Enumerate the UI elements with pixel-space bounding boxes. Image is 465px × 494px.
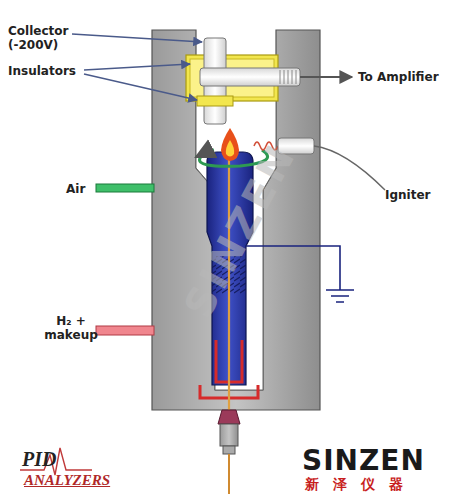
logo-text: 新泽仪器	[305, 476, 417, 492]
logo-text: SINZEN	[302, 446, 425, 476]
detector-housing	[152, 30, 320, 410]
logo-text: PID	[22, 448, 56, 470]
flame	[221, 128, 239, 161]
hydrogen-inlet	[96, 326, 154, 335]
logo-text: ANALYZERS	[24, 472, 110, 489]
part-label: H₂ + makeup	[40, 314, 102, 342]
insulator	[197, 96, 233, 106]
ground-symbol	[326, 290, 354, 302]
part-label: Air	[66, 182, 85, 196]
air-inlet	[96, 184, 154, 192]
part-label: Insulators	[8, 64, 76, 78]
part-label: Igniter	[385, 188, 431, 202]
ground-wire	[246, 246, 340, 290]
part-label: Collector (-200V)	[8, 24, 88, 52]
signal-label: To Amplifier	[358, 70, 439, 84]
